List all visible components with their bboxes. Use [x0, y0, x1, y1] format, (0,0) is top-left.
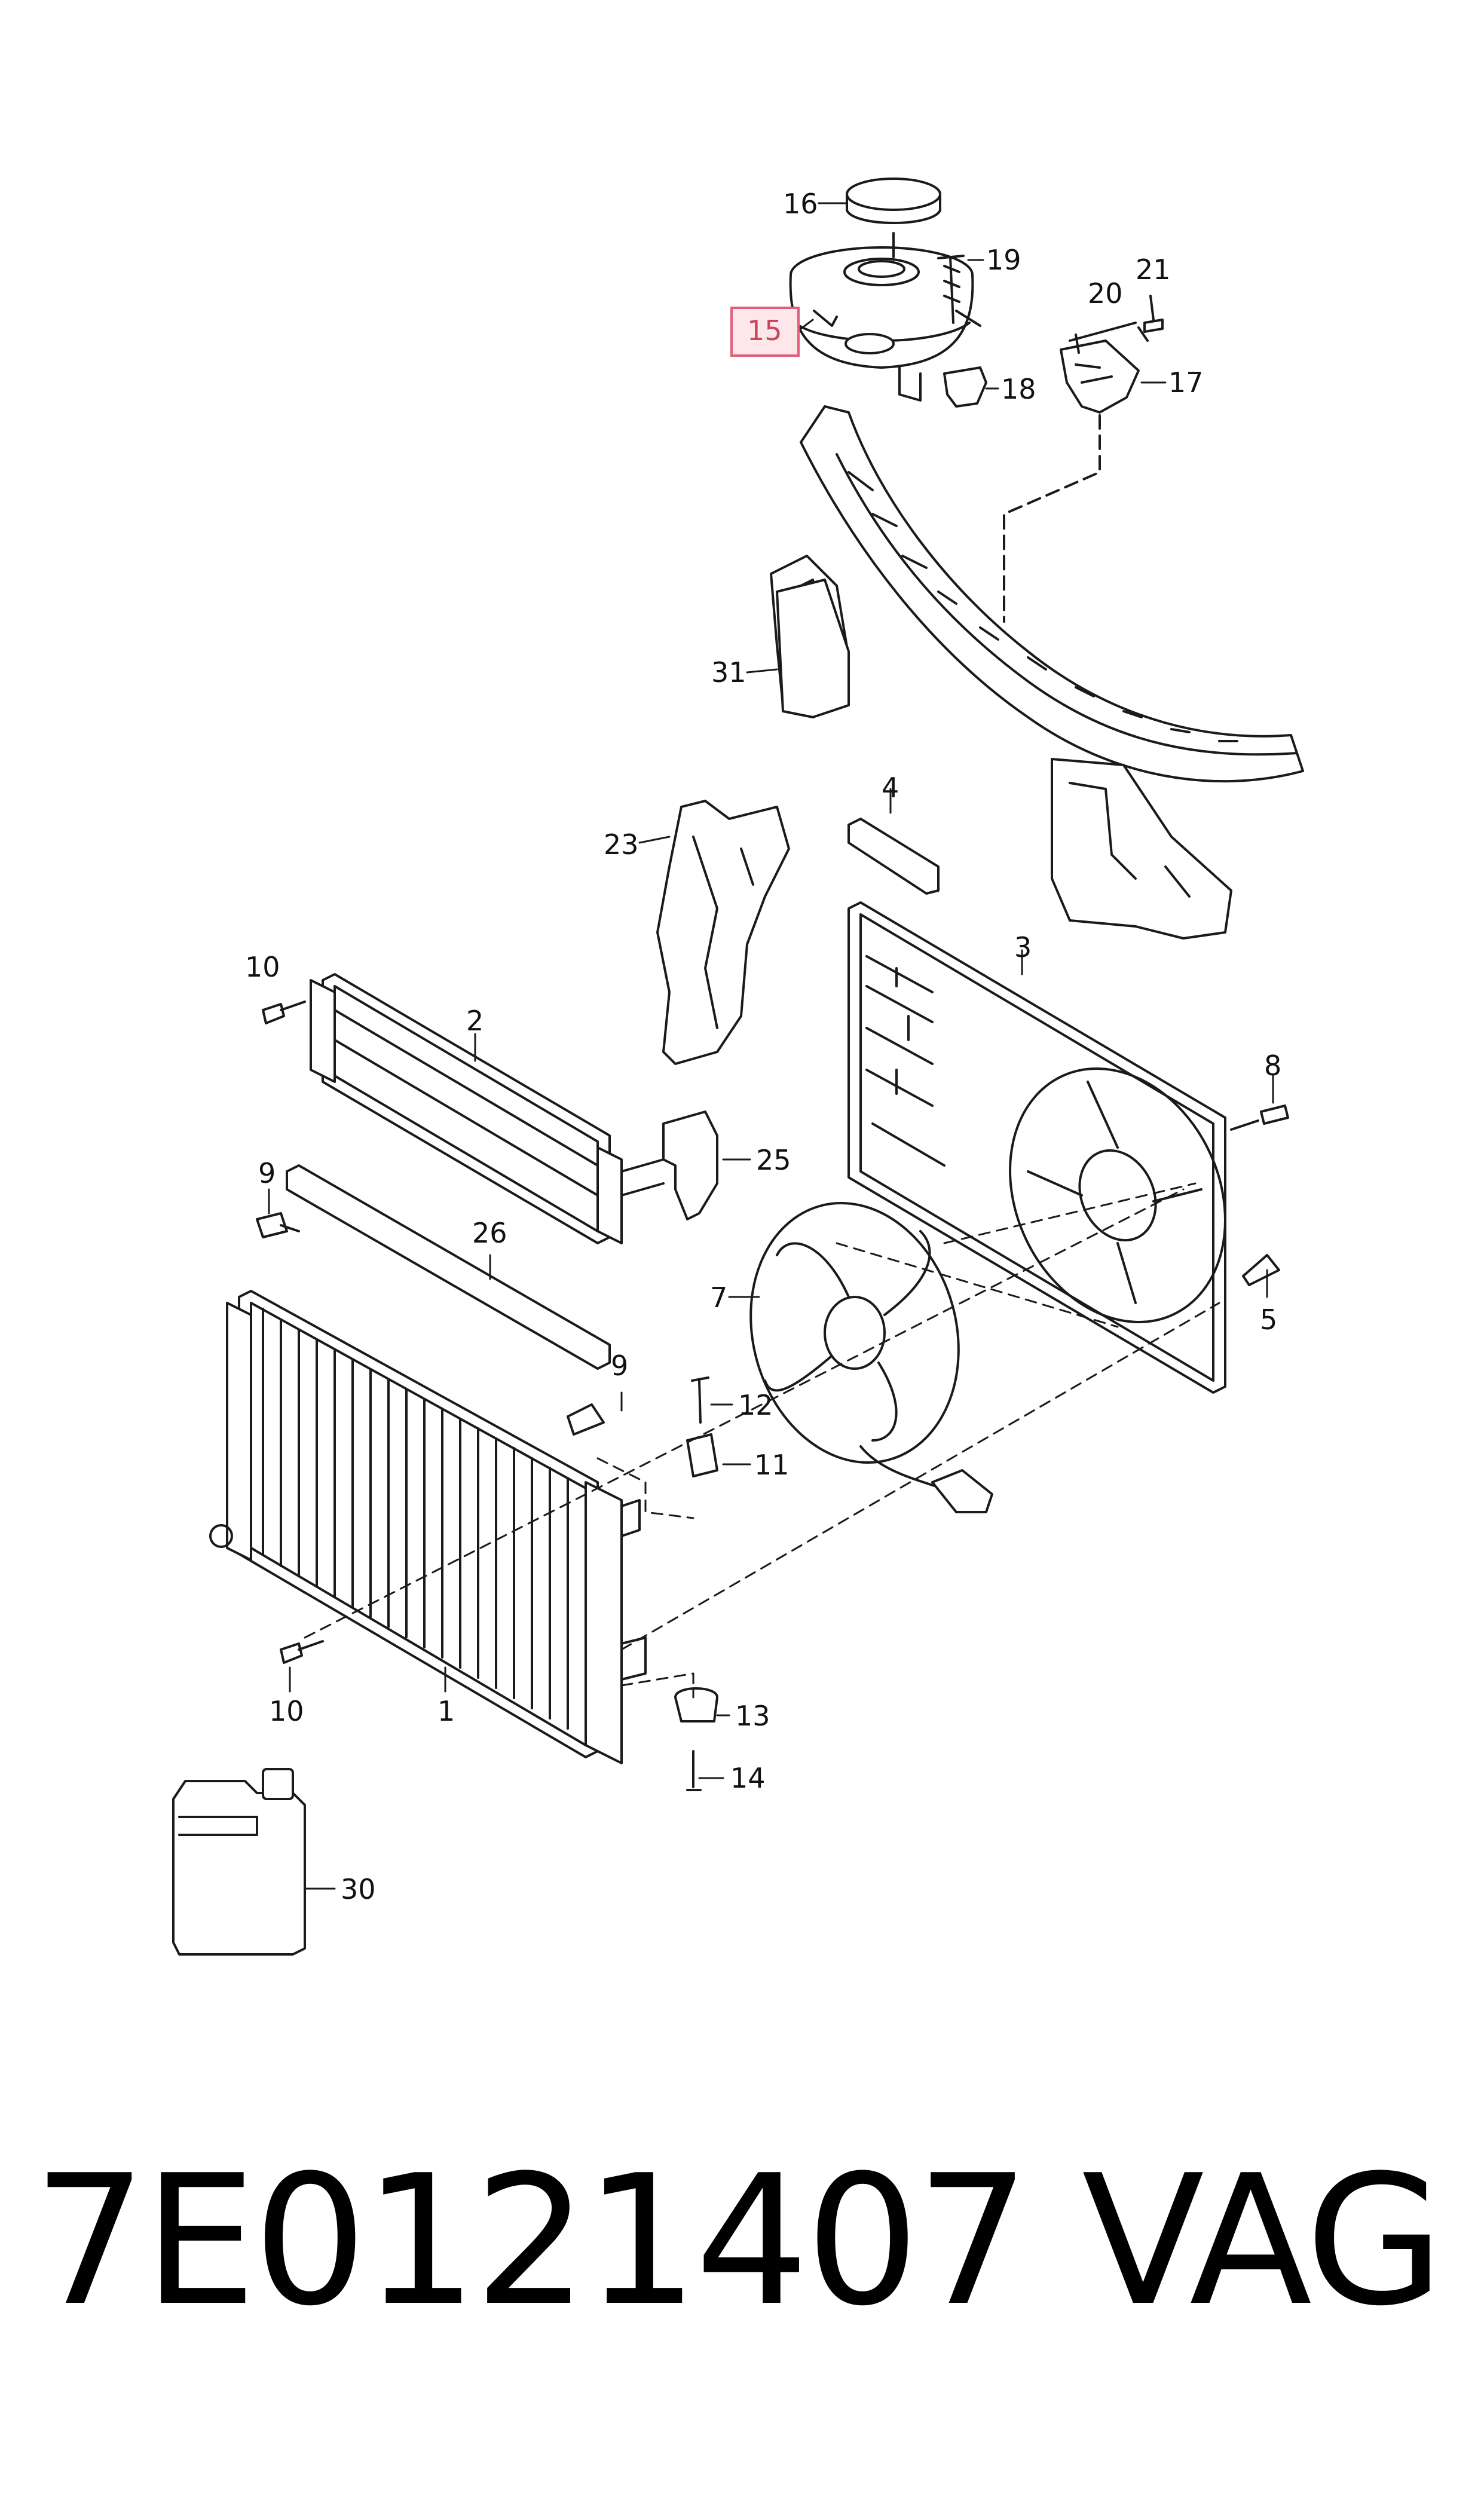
air-guide-part-23	[656, 800, 790, 1065]
damper-part-11	[686, 1433, 718, 1477]
label-part-15: 15	[747, 314, 782, 347]
clip-part-9-lower	[567, 1403, 605, 1436]
label-part-9-lower: 9	[611, 1350, 629, 1382]
bracket-part-17	[1060, 339, 1140, 414]
label-part-5: 5	[1260, 1304, 1278, 1336]
label-part-21: 21	[1136, 253, 1171, 286]
label-part-12: 12	[738, 1389, 773, 1421]
label-part-16: 16	[783, 188, 818, 220]
label-part-17: 17	[1168, 366, 1204, 399]
fan-shroud-part-3	[847, 901, 1226, 1394]
label-part-19: 19	[986, 244, 1021, 276]
radiator-part-1	[209, 1290, 647, 1764]
seal-part-4	[847, 818, 940, 895]
label-part-26: 26	[472, 1217, 507, 1249]
label-part-4: 4	[882, 772, 899, 804]
label-part-11: 11	[754, 1449, 790, 1481]
fan-connector	[931, 1469, 993, 1513]
part-number-caption: 7E0121407	[33, 2137, 1030, 2345]
bolt-part-8	[1230, 1105, 1289, 1131]
nut-part-13	[674, 1687, 718, 1722]
label-part-25: 25	[756, 1144, 791, 1176]
front-carrier-crossmember	[770, 405, 1304, 940]
label-part-10-upper: 10	[245, 951, 280, 983]
label-part-30: 30	[341, 1873, 376, 1905]
label-part-20: 20	[1088, 277, 1123, 310]
label-part-2: 2	[466, 1005, 484, 1037]
aux-radiator-part-2	[310, 973, 665, 1244]
label-part-3: 3	[1014, 931, 1032, 963]
label-part-23: 23	[604, 828, 639, 861]
bolt-part-20	[1069, 322, 1149, 354]
bracket-part-31	[776, 579, 850, 718]
label-part-14: 14	[730, 1762, 766, 1794]
screw-part-14	[686, 1750, 702, 1791]
label-ticks	[268, 202, 1274, 1890]
expansion-tank-part-15	[789, 246, 981, 402]
label-part-7: 7	[710, 1281, 728, 1314]
leader-17	[1003, 414, 1101, 623]
bolt-part-10-upper	[262, 1001, 306, 1024]
label-part-10-lower: 10	[269, 1695, 304, 1727]
dashed-leaders	[304, 1182, 1220, 1699]
label-part-9-upper: 9	[258, 1157, 276, 1189]
brand-caption: VAG	[1082, 2137, 1444, 2345]
clip-part-18	[943, 366, 987, 408]
label-part-1: 1	[437, 1695, 455, 1727]
label-part-8: 8	[1264, 1050, 1282, 1082]
highlight-box-part-15	[730, 307, 800, 357]
label-part-13: 13	[735, 1700, 770, 1732]
screw-part-5	[1242, 1254, 1280, 1286]
clip-part-9-upper	[256, 1212, 300, 1238]
coolant-canister-part-30	[172, 1768, 306, 1956]
label-part-18: 18	[1001, 373, 1036, 405]
bolt-part-10-lower	[280, 1640, 324, 1664]
bolt-part-21	[1143, 295, 1164, 333]
label-part-31: 31	[711, 656, 746, 689]
bolt-part-12	[691, 1376, 709, 1424]
screw-part-19	[937, 255, 965, 324]
fan-part-7	[749, 1201, 960, 1495]
bracket-part-25	[662, 1110, 718, 1220]
seal-part-26	[286, 1164, 611, 1370]
cap-part-16	[846, 178, 941, 258]
